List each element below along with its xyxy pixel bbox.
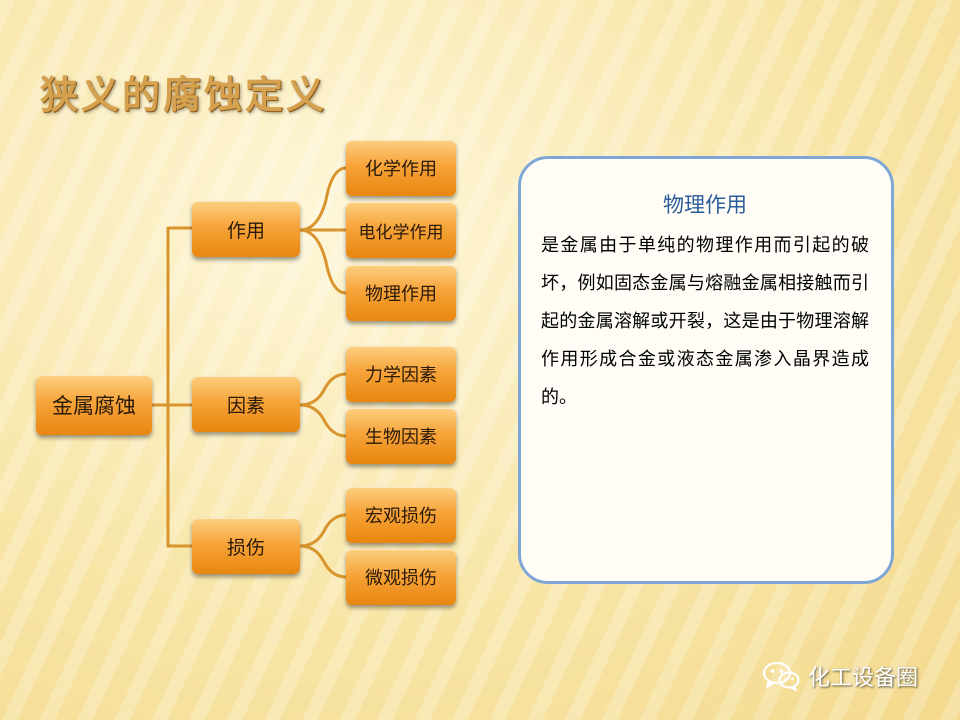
leaf-node-chemical: 化学作用: [346, 140, 456, 196]
branch-node-function: 作用: [192, 201, 300, 257]
connector-branch-3-leaf-1: [298, 513, 348, 548]
connector-branch-1-leaf-1: [298, 166, 348, 232]
leaf-node-mechanical: 力学因素: [346, 346, 456, 402]
branch-node-damage: 损伤: [192, 518, 300, 574]
leaf-node-micro-damage: 微观损伤: [346, 549, 456, 605]
branch-node-factor: 因素: [192, 376, 300, 432]
connector-branch-2-leaf-2: [298, 403, 348, 438]
leaf-node-biological: 生物因素: [346, 408, 456, 464]
leaf-node-electrochemical: 电化学作用: [346, 202, 456, 258]
info-panel-body: 是金属由于单纯的物理作用而引起的破坏，例如固态金属与熔融金属相接触而引起的金属溶…: [541, 235, 869, 408]
wechat-icon: [762, 661, 800, 691]
leaf-node-macro-damage: 宏观损伤: [346, 487, 456, 543]
connector-branch-1-leaf-3: [298, 228, 348, 295]
root-node: 金属腐蚀: [36, 375, 152, 435]
leaf-node-physical: 物理作用: [346, 265, 456, 321]
connector-branch-3-leaf-2: [298, 544, 348, 579]
info-panel-heading: 物理作用: [663, 193, 747, 217]
slide-title: 狭义的腐蚀定义: [40, 73, 328, 117]
info-panel: 物理作用 是金属由于单纯的物理作用而引起的破坏，例如固态金属与熔融金属相接触而引…: [518, 156, 894, 584]
watermark: 化工设备圈: [762, 660, 918, 692]
connector-branch-2-leaf-1: [298, 372, 348, 407]
watermark-text: 化工设备圈: [808, 666, 919, 691]
